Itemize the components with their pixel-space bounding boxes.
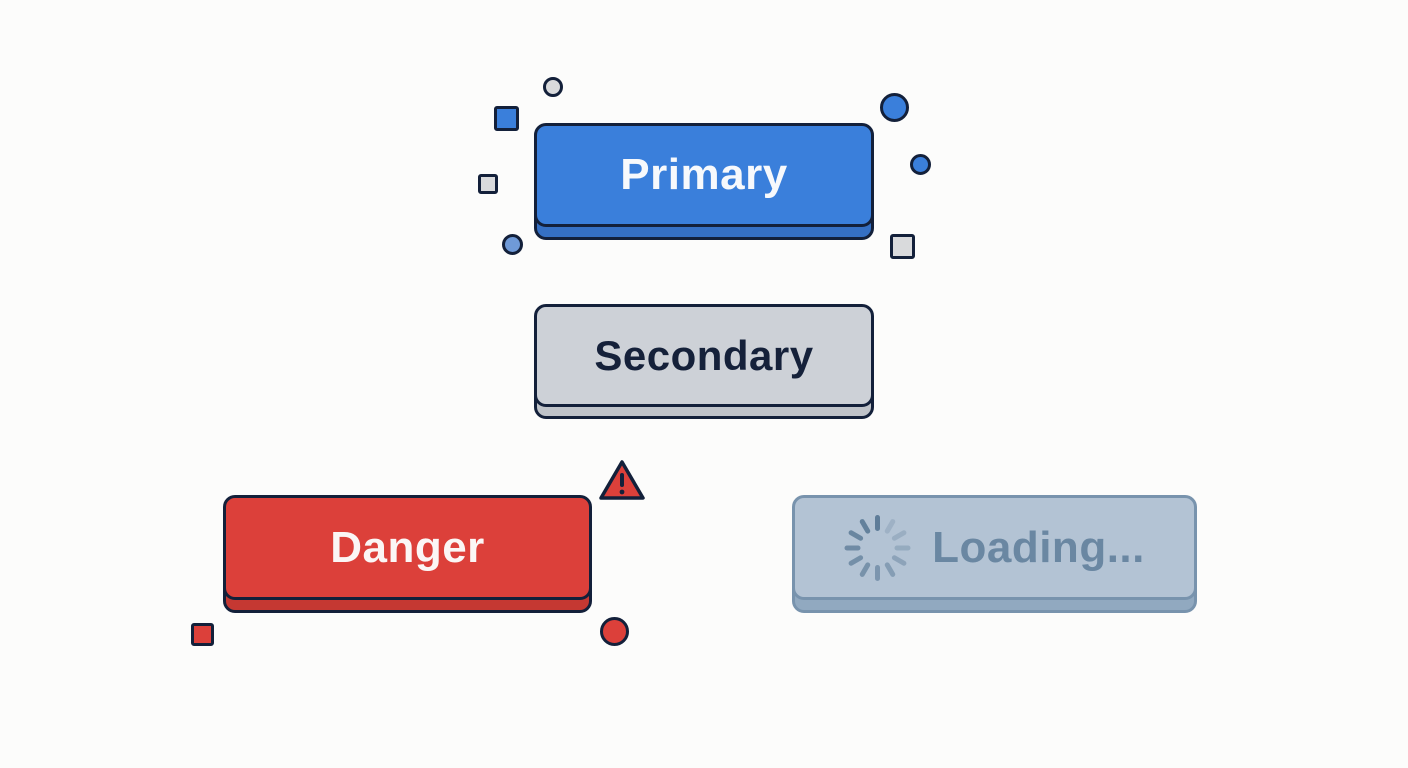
blue-circle-decoration-small xyxy=(910,154,931,175)
spinner-icon xyxy=(844,514,911,581)
loading-button-label: Loading... xyxy=(932,522,1145,572)
blue-circle-decoration-large xyxy=(880,93,909,122)
red-circle-decoration xyxy=(600,617,629,646)
secondary-button-face[interactable]: Secondary xyxy=(534,304,874,407)
secondary-button-label: Secondary xyxy=(594,331,814,379)
gray-square-decoration-right xyxy=(890,234,915,259)
gray-circle-decoration xyxy=(543,77,563,97)
secondary-button[interactable]: Secondary xyxy=(534,304,874,419)
primary-button[interactable]: Primary xyxy=(534,123,874,240)
primary-button-label: Primary xyxy=(620,150,788,199)
gray-square-decoration xyxy=(478,174,498,194)
primary-button-face[interactable]: Primary xyxy=(534,123,874,227)
danger-button[interactable]: Danger xyxy=(223,495,592,613)
warning-icon xyxy=(599,460,645,500)
danger-button-face[interactable]: Danger xyxy=(223,495,592,600)
light-blue-circle-decoration xyxy=(502,234,523,255)
loading-button-face[interactable]: Loading... xyxy=(792,495,1197,600)
loading-button[interactable]: Loading... xyxy=(792,495,1197,613)
blue-square-decoration xyxy=(494,106,519,131)
danger-button-label: Danger xyxy=(330,522,485,572)
red-square-decoration xyxy=(191,623,214,646)
